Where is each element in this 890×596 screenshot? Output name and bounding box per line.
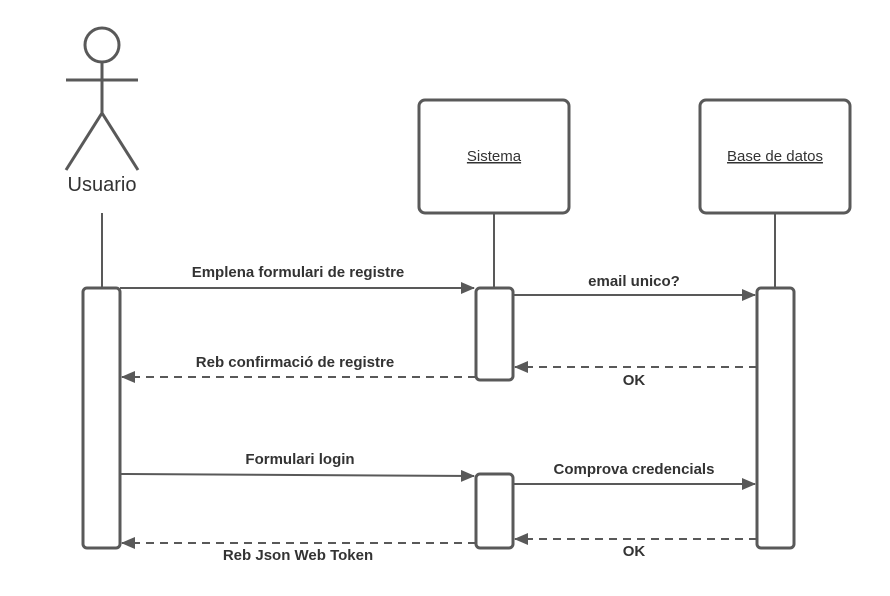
actor-right-leg [100, 112, 140, 171]
activation-usuario [81, 286, 122, 550]
message-label-m8: Reb Json Web Token [223, 547, 373, 564]
participant-sistema-label: Sistema [467, 148, 522, 165]
message-label-m1: Emplena formulari de registre [192, 264, 405, 281]
actor-usuario [64, 26, 140, 171]
message-label-m6: Comprova credencials [554, 461, 715, 478]
message-label-m4: Reb confirmació de registre [196, 354, 394, 371]
message-label-m7: OK [623, 543, 646, 560]
actor-left-leg [64, 112, 104, 171]
actor-head [83, 26, 121, 64]
message-label-m3: OK [623, 372, 646, 389]
activation-sistema-1 [474, 286, 515, 382]
participant-db-label: Base de datos [727, 148, 823, 165]
activation-db [755, 286, 796, 550]
message-label-m5: Formulari login [245, 451, 354, 468]
message-arrow-m5 [119, 469, 475, 482]
message-label-m2: email unico? [588, 273, 680, 290]
activation-sistema-2 [474, 472, 515, 550]
actor-label: Usuario [68, 174, 137, 196]
